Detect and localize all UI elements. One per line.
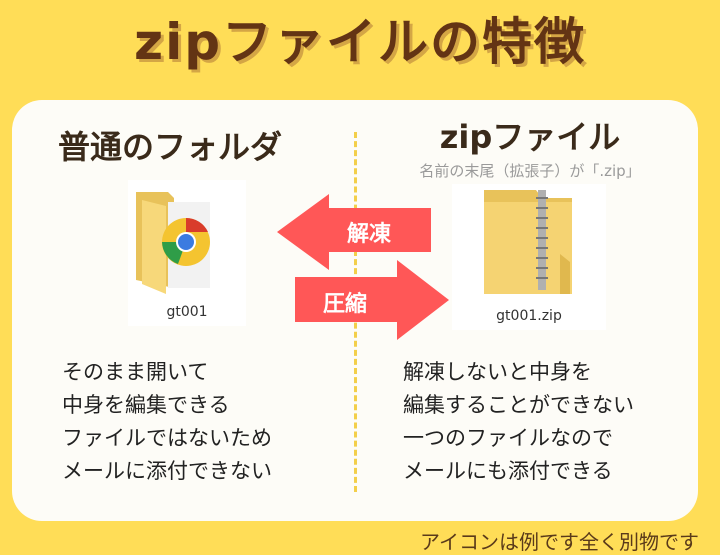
arrow-left-icon [277, 194, 431, 270]
extract-arrow: 解凍 [277, 194, 431, 270]
zip-subtitle: 名前の末尾（拡張子）が「.zip」 [419, 162, 641, 180]
folder-icon-box[interactable]: gt001 [128, 180, 246, 326]
zip-icon-box[interactable]: gt001.zip [452, 184, 606, 330]
compress-label: 圧縮 [323, 292, 368, 317]
folder-line: ファイルではないため [62, 426, 272, 450]
folder-line: メールに添付できない [62, 459, 272, 483]
arrow-right-icon [295, 260, 449, 340]
footnote: アイコンは例です全く別物です [420, 530, 699, 554]
compress-arrow: 圧縮 [295, 260, 449, 340]
zip-line: 編集することができない [403, 393, 634, 417]
zip-description: 解凍しないと中身を 編集することができない 一つのファイルなので メールにも添付… [403, 356, 634, 488]
folder-line: そのまま開いて [62, 360, 209, 384]
zip-heading: zipファイル [439, 118, 621, 156]
zip-folder-icon [484, 190, 572, 294]
zip-line: メールにも添付できる [403, 459, 613, 483]
folder-file-name: gt001 [166, 304, 208, 320]
extract-label: 解凍 [347, 222, 392, 247]
zip-file-name: gt001.zip [496, 308, 562, 324]
zip-line: 解凍しないと中身を [403, 360, 592, 384]
folder-line: 中身を編集できる [62, 393, 230, 417]
folder-heading: 普通のフォルダ [58, 128, 283, 166]
page-title: zipファイルの特徴 [133, 13, 587, 71]
zip-line: 一つのファイルなので [403, 426, 613, 450]
chrome-folder-icon [136, 192, 210, 294]
folder-description: そのまま開いて 中身を編集できる ファイルではないため メールに添付できない [62, 356, 272, 488]
